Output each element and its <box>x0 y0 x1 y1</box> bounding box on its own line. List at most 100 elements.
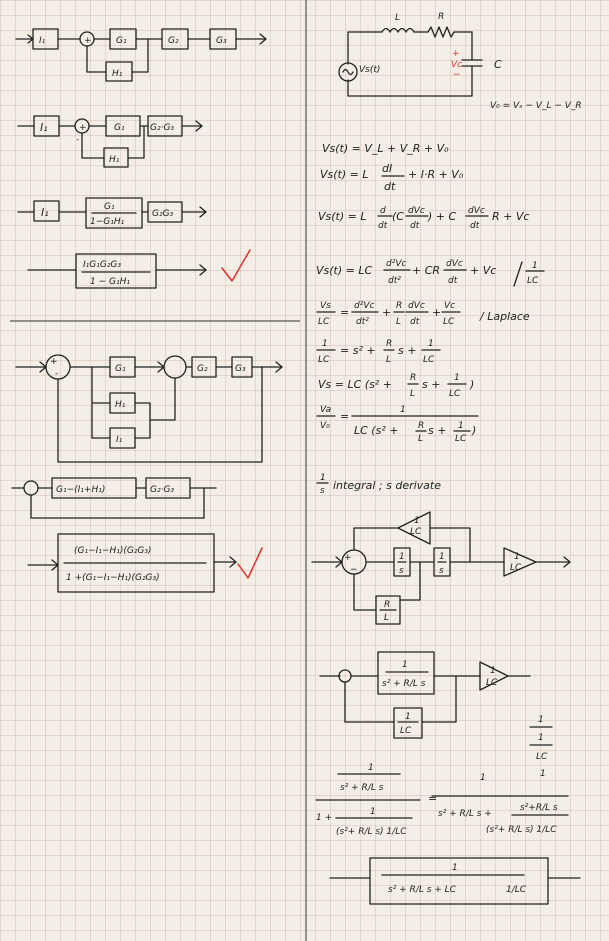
eq7d: s + <box>422 378 440 391</box>
eq8c: = <box>340 410 349 423</box>
d1-h1: H₁ <box>112 69 123 79</box>
eq4c: dt² <box>388 276 401 286</box>
margin-3: LC <box>536 752 548 762</box>
eq6b: LC <box>318 355 330 365</box>
eq7e: 1 <box>454 373 460 383</box>
bd1-int1-num: 1 <box>399 552 405 562</box>
bd2-fwd-num: 1 <box>402 660 408 670</box>
eq5e: dt² <box>356 317 369 327</box>
d1-g1: G₁ <box>116 36 127 46</box>
eq4d: + CR <box>412 264 440 277</box>
eq6a: 1 <box>322 339 328 349</box>
eq5m: LC <box>443 317 455 327</box>
note-a: 1 <box>320 473 326 483</box>
final-last-num: 1 <box>452 863 458 873</box>
d5-g2: G₂ <box>197 364 208 374</box>
circuit-vc: Vc <box>451 60 462 70</box>
d3-g2g3: G₂G₃ <box>152 209 174 219</box>
eq4e: dVc <box>446 259 463 269</box>
eq8d: 1 <box>400 405 406 415</box>
eq5h: L <box>396 317 401 327</box>
eq5f: + <box>382 306 391 319</box>
block-diagram-5 <box>15 354 283 463</box>
block-diagram-2 <box>17 115 203 168</box>
eq5n: / Laplace <box>479 310 530 323</box>
eq1: Vs(t) = V_L + V_R + V₀ <box>322 142 449 155</box>
bd1-fb-den: L <box>384 613 389 623</box>
final-den-den: (s²+ R/L s) 1/LC <box>336 827 407 837</box>
eq6h: LC <box>423 355 435 365</box>
bd1-gain-den: LC <box>410 527 422 537</box>
final-rhs-num: 1 <box>480 773 486 783</box>
d2-g1: G₁ <box>114 123 125 133</box>
bd1-out-den: LC <box>510 563 522 573</box>
final-box <box>329 857 581 905</box>
eq3c: dt <box>378 221 388 231</box>
eq3e: dVc <box>408 206 425 216</box>
block-diagram-6 <box>11 477 217 519</box>
bd1-minus: − <box>350 565 358 575</box>
bd1-int2-num: 1 <box>439 552 445 562</box>
eq2b: dI <box>382 162 392 175</box>
eq4a: Vs(t) = LC <box>316 264 372 277</box>
final-frac-den: s² + R/L s <box>340 783 384 793</box>
final-rhs-den-b: s²+R/L s <box>520 803 558 813</box>
eq4b: d²Vc <box>386 259 406 269</box>
eq3i: dt <box>470 221 480 231</box>
d5-g3: G₃ <box>235 364 246 374</box>
d5-g1: G₁ <box>115 364 126 374</box>
eq5a: Vs <box>320 301 331 311</box>
eq5c: = <box>340 306 349 319</box>
margin-2: 1 <box>538 733 544 743</box>
eq4h: 1 <box>532 261 538 271</box>
eq5d: d²Vc <box>354 301 374 311</box>
eq7b: R <box>410 373 416 383</box>
d7-num: (G₁−I₁−H₁)(G₂G₃) <box>74 546 152 556</box>
d4-den: 1 − G₁H₁ <box>90 277 130 287</box>
bd1-plus: + <box>344 553 352 563</box>
eq6f: s + <box>398 344 416 357</box>
eq3d: (C <box>392 210 404 223</box>
eq2c: dt <box>384 180 396 193</box>
rlc-block-diagram-1 <box>311 511 571 625</box>
final-den-prefix: 1 + <box>316 813 332 823</box>
eq3j: R + Vc <box>492 210 529 223</box>
eq8j: LC <box>455 434 467 444</box>
d4-num: I₁G₁G₂G₃ <box>83 260 121 270</box>
eq8b: V₀ <box>320 421 330 431</box>
final-rhs-den-a: s² + R/L s + <box>438 809 492 819</box>
eq7g: ) <box>469 378 474 391</box>
final-den-num: 1 <box>370 807 376 817</box>
block-diagram-7 <box>27 533 237 593</box>
d5-i1: I₁ <box>116 435 123 445</box>
eq5l: Vc <box>444 301 455 311</box>
bd1-int1-den: s <box>399 566 404 576</box>
eq4i: LC <box>527 276 539 286</box>
bd2-out-den: LC <box>486 678 498 688</box>
d1-i1: I₁ <box>39 36 46 46</box>
d1-plus: + <box>84 36 92 46</box>
block-diagram-3 <box>17 197 207 229</box>
check-mark-2 <box>237 547 263 579</box>
d6-left: G₁−(I₁+H₁) <box>56 485 105 495</box>
eq8e: LC (s² + <box>354 424 398 437</box>
eq3g: ) + C <box>427 210 457 223</box>
rlc-block-diagram-2 <box>319 651 531 739</box>
d5-plus: + <box>50 357 58 367</box>
d5-minus: - <box>55 369 58 379</box>
eq7f: LC <box>449 389 461 399</box>
eq8a: Va <box>320 405 331 415</box>
eq8g: L <box>418 434 423 444</box>
eq7a: Vs = LC (s² + <box>318 378 392 391</box>
d3-frac-num: G₁ <box>104 202 115 212</box>
bd2-fb-den: LC <box>400 726 412 736</box>
eq8f: R <box>418 421 424 431</box>
d2-i1: I₁ <box>40 121 48 134</box>
eq4g: + Vc <box>470 264 496 277</box>
check-mark-1 <box>221 249 251 282</box>
eq8h: s + <box>428 424 446 437</box>
d1-g3: G₃ <box>216 36 227 46</box>
eq6d: R <box>386 339 392 349</box>
block-diagram-4 <box>27 253 207 289</box>
